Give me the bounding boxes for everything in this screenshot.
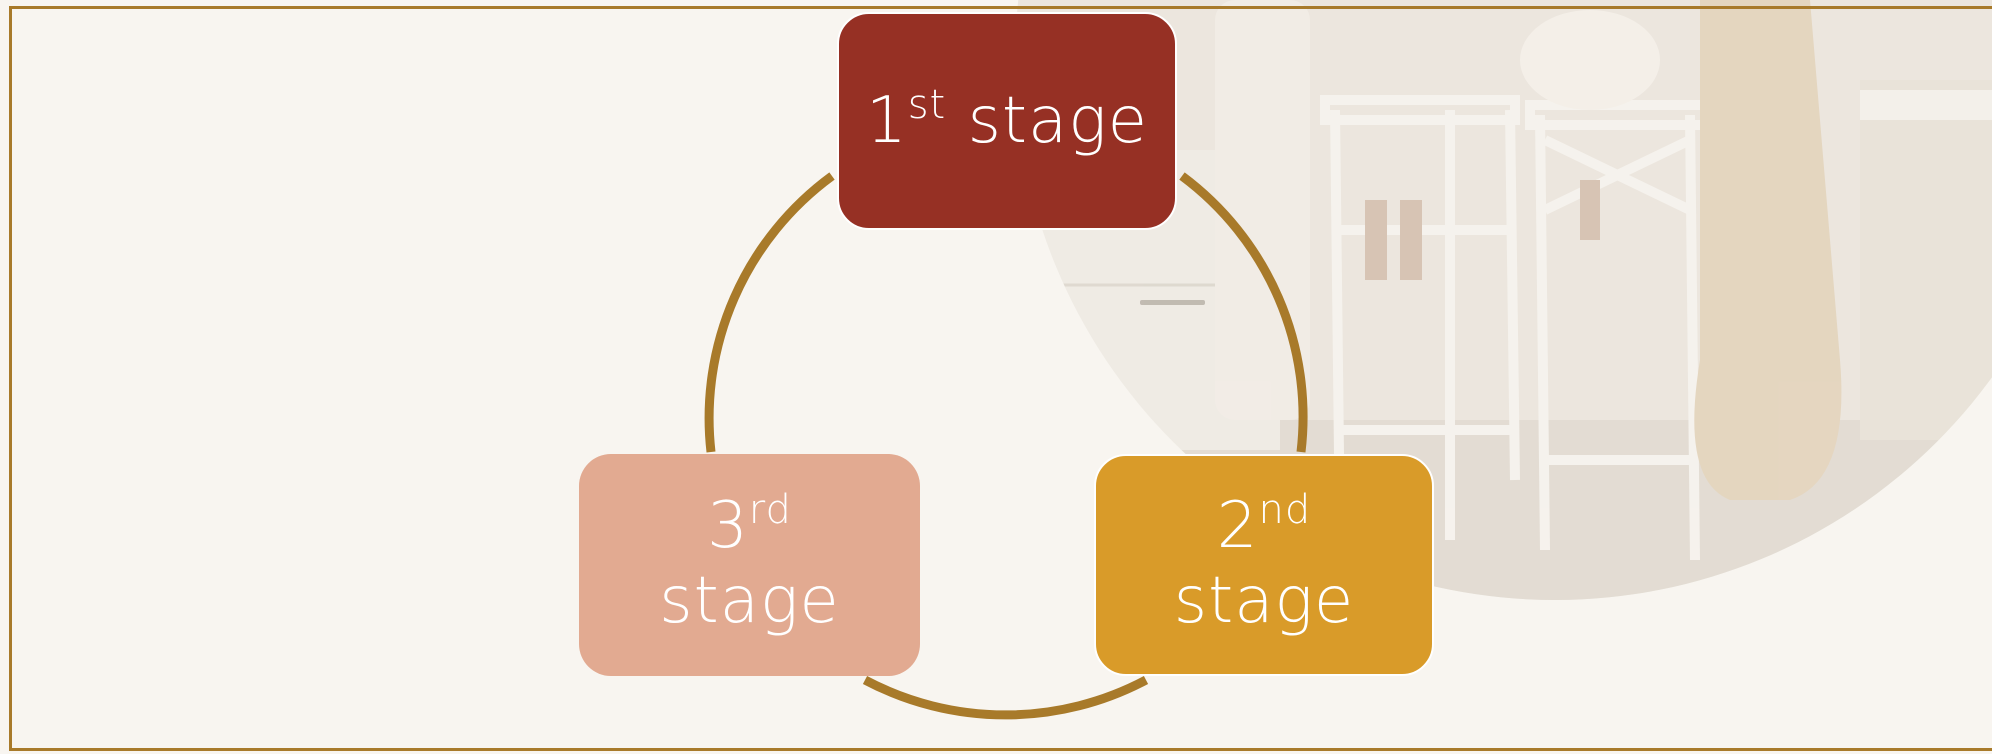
stage-2-word: stage [1173,564,1355,638]
arc-stage3-to-stage1 [704,172,835,453]
arc-stage2-to-stage3 [862,676,1149,720]
stage-3-number: 3rd [707,487,792,563]
arc-stage1-to-stage2 [1179,172,1308,453]
stage-1-label: 1st stage [865,82,1149,158]
stage-3-box: 3rd stage [579,454,920,676]
stage-3-word: stage [659,564,840,638]
stage-1-box: 1st stage [837,12,1177,230]
stage-2-number: 2nd [1216,487,1312,563]
stage-2-box: 2nd stage [1094,454,1434,676]
